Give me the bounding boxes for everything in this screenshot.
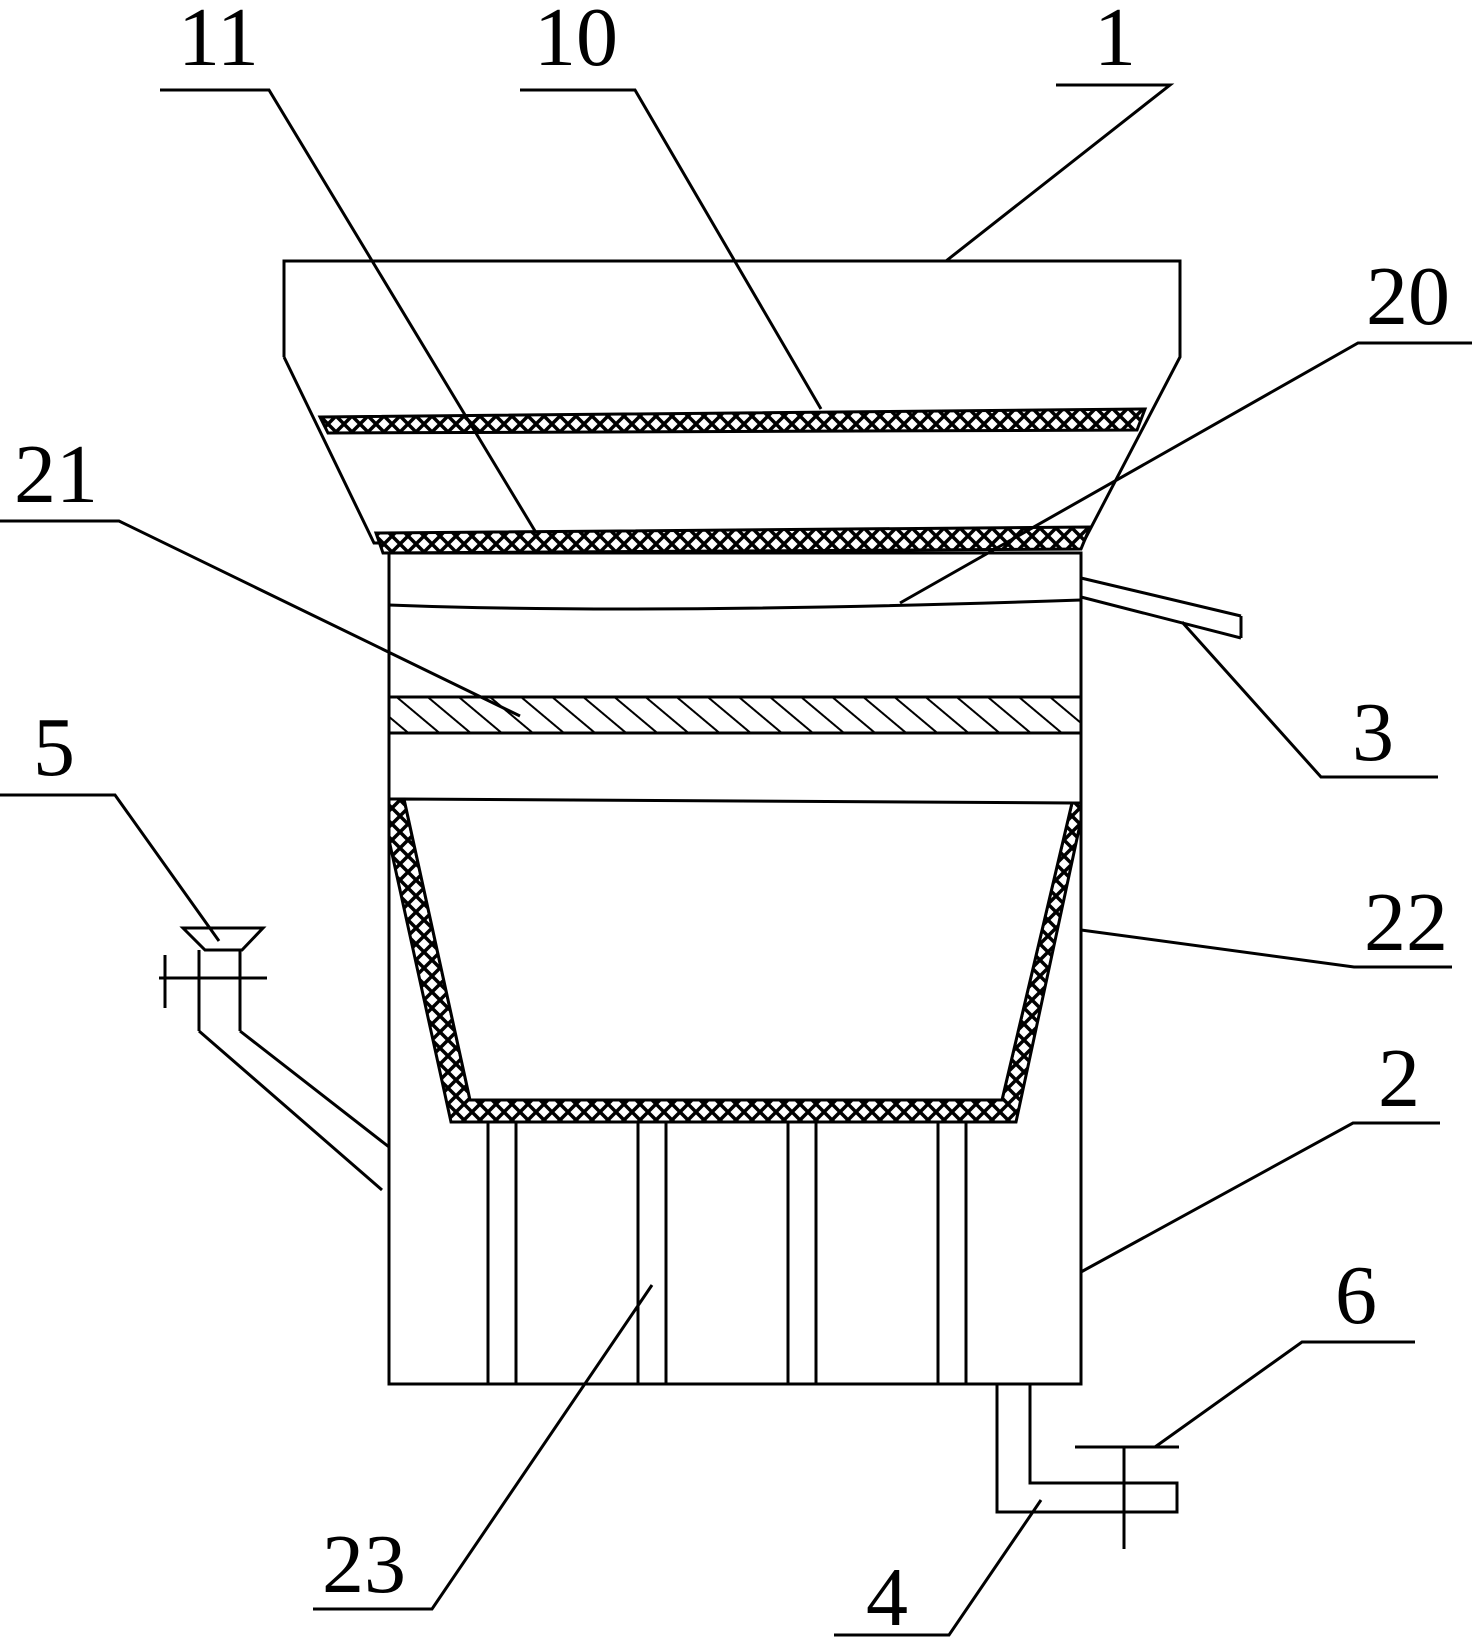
label-3: 3 — [1352, 686, 1394, 779]
label-22: 22 — [1364, 876, 1448, 969]
label-4: 4 — [866, 1551, 908, 1644]
filter-layer-11 — [373, 525, 1093, 555]
support-posts-23 — [486, 1120, 968, 1386]
label-10: 10 — [534, 0, 618, 84]
filter-layer-10 — [317, 407, 1148, 435]
part-labels: 11 10 1 20 21 3 5 22 2 6 23 4 — [14, 0, 1450, 1644]
outlet-pipe-3 — [1080, 576, 1243, 640]
label-5: 5 — [33, 701, 75, 794]
basket-22 — [387, 797, 1083, 1124]
upper-funnel — [282, 259, 1182, 545]
label-1: 1 — [1094, 0, 1136, 84]
label-20: 20 — [1366, 250, 1450, 343]
inlet-pipe-5 — [159, 926, 390, 1192]
leader-lines — [0, 83, 1472, 1637]
label-23: 23 — [322, 1518, 406, 1611]
drain-pipe-4 — [995, 1384, 1179, 1549]
plate-21 — [387, 695, 1083, 735]
label-21: 21 — [14, 428, 98, 521]
label-6: 6 — [1335, 1249, 1377, 1342]
label-2: 2 — [1378, 1032, 1420, 1125]
main-body — [387, 551, 1083, 1386]
liquid-surface-20 — [388, 598, 1082, 611]
label-11: 11 — [178, 0, 259, 84]
